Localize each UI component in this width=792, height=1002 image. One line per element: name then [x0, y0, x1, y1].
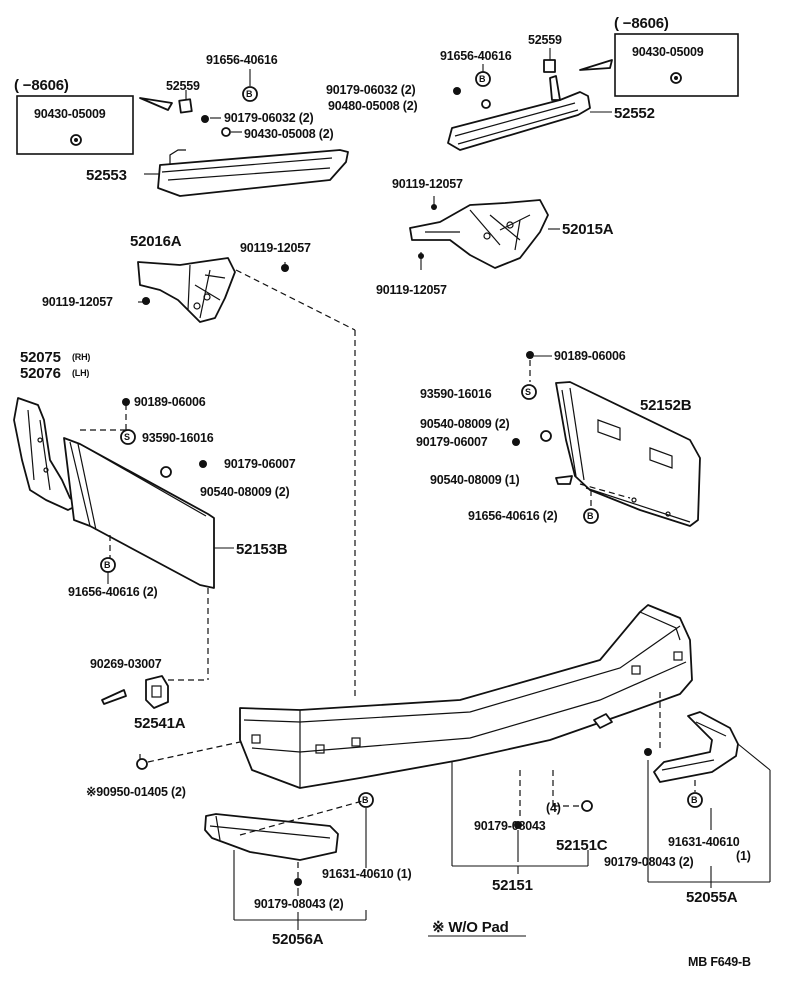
label-91631-right-qty: (1) — [736, 849, 751, 863]
label-52151C: 52151C — [556, 837, 608, 854]
label-90540-right-a: 90540-08009 (2) — [420, 417, 509, 431]
label-52075: 52075 — [20, 349, 61, 366]
label-90179-06007-left: 90179-06007 — [224, 457, 296, 471]
label-90119-top-right: 90119-12057 — [392, 177, 463, 191]
label-90179-08043-mid: 90179-08043 — [474, 819, 546, 833]
label-52541A: 52541A — [134, 715, 186, 732]
label-90179-08043-left: 90179-08043 (2) — [254, 897, 343, 911]
svg-text:B: B — [104, 560, 111, 570]
screw-90269 — [101, 689, 127, 705]
label-91656-right: 91656-40616 (2) — [468, 509, 557, 523]
label-90430-05008-left: 90430-05008 (2) — [244, 127, 333, 141]
panel-52152B — [555, 381, 701, 527]
retainer-52541A — [145, 675, 169, 709]
clip-52559-right — [543, 59, 556, 73]
label-52056A: 52056A — [272, 931, 324, 948]
label-90179-08043-right: 90179-08043 (2) — [604, 855, 693, 869]
svg-text:S: S — [525, 387, 531, 397]
label-90189-left: 90189-06006 — [134, 395, 206, 409]
label-52076-lh: (LH) — [72, 368, 89, 378]
label-91631-left: 91631-40610 (1) — [322, 867, 411, 881]
label-8606-right: ( −8606) — [614, 15, 669, 32]
label-90119-bottom-right: 90119-12057 — [376, 283, 447, 297]
clip-52559-left — [139, 97, 193, 114]
svg-text:S: S — [124, 432, 130, 442]
note-wo-pad: ※ W/O Pad — [428, 919, 526, 937]
label-90950: ※90950-01405 (2) — [86, 785, 186, 799]
svg-text:B: B — [587, 511, 594, 521]
label-90540-right-b: 90540-08009 (1) — [430, 473, 519, 487]
footer-code: MB F649-B — [688, 955, 751, 969]
bumper-reinforcement-52151 — [239, 604, 693, 789]
label-52055A: 52055A — [686, 889, 738, 906]
label-90119-mid-left-b: 90119-12057 — [42, 295, 113, 309]
label-52151: 52151 — [492, 877, 533, 894]
label-91631-right: 91631-40610 — [668, 835, 740, 849]
label-52016A: 52016A — [130, 233, 182, 250]
label-90179-06007-right: 90179-06007 — [416, 435, 488, 449]
label-90179-06032-left: 90179-06032 (2) — [224, 111, 313, 125]
label-52075-rh: (RH) — [72, 352, 90, 362]
note-text: ※ W/O Pad — [432, 919, 509, 936]
label-91656-bottom-left: 91656-40616 (2) — [68, 585, 157, 599]
label-52015A: 52015A — [562, 221, 614, 238]
label-90179-06032-right: 90179-06032 (2) — [326, 83, 415, 97]
bumper-pad-52552 — [447, 75, 591, 151]
label-52559-right: 52559 — [528, 33, 562, 47]
label-93590-right: 93590-16016 — [420, 387, 492, 401]
label-52552: 52552 — [614, 105, 655, 122]
box-8606-right — [614, 33, 739, 97]
panel-52153B — [63, 437, 215, 589]
label-91656-top-right: 91656-40616 — [440, 49, 512, 63]
bumper-pad-52553 — [157, 149, 349, 197]
label-52559-left: 52559 — [166, 79, 200, 93]
label-90119-mid-left-a: 90119-12057 — [240, 241, 311, 255]
label-90540-left: 90540-08009 (2) — [200, 485, 289, 499]
end-pad-52055A — [653, 711, 739, 783]
label-52153B: 52153B — [236, 541, 288, 558]
label-93590-left: 93590-16016 — [142, 431, 214, 445]
end-pad-52056A — [204, 813, 339, 861]
label-52553: 52553 — [86, 167, 127, 184]
label-90430-left: 90430-05009 — [34, 107, 106, 121]
label-90430-right: 90430-05009 — [632, 45, 704, 59]
label-52076: 52076 — [20, 365, 61, 382]
svg-text:B: B — [691, 795, 698, 805]
label-90189-right: 90189-06006 — [554, 349, 626, 363]
label-91656-top-left: 91656-40616 — [206, 53, 278, 67]
svg-text:B: B — [246, 89, 253, 99]
bracket-52015A — [409, 199, 549, 269]
label-8606-left: ( −8606) — [14, 77, 69, 94]
label-52152B: 52152B — [640, 397, 692, 414]
bracket-52016A — [137, 257, 236, 323]
label-90480-05008-right: 90480-05008 (2) — [328, 99, 417, 113]
label-qty-4: (4) — [546, 801, 561, 815]
svg-text:B: B — [479, 74, 486, 84]
label-90269: 90269-03007 — [90, 657, 162, 671]
